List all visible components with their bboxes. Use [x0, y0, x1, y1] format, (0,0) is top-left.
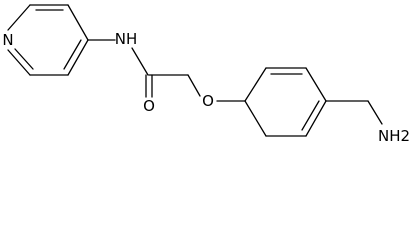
pyridine-nitrogen-label: N	[2, 31, 13, 49]
benzene-ring	[244, 67, 327, 137]
bond	[7, 49, 31, 76]
bond	[305, 67, 327, 102]
bond	[63, 39, 82, 70]
amide-nh-label: NH	[115, 30, 138, 48]
bond	[67, 4, 89, 41]
chemical-structure: N NH O O NH2	[2, 4, 410, 145]
carbonyl-oxygen-label: O	[143, 97, 155, 115]
bond	[7, 4, 31, 31]
bond	[301, 100, 320, 131]
bond	[67, 39, 89, 76]
bond	[305, 100, 327, 137]
bond	[244, 67, 267, 102]
ether-oxygen-label: O	[202, 92, 214, 110]
bond	[14, 48, 34, 70]
bond	[187, 74, 201, 97]
pyridine-ring	[7, 4, 89, 76]
bond	[131, 47, 149, 76]
bond	[367, 100, 383, 125]
amine-label: NH2	[378, 127, 410, 145]
bond	[244, 100, 267, 137]
